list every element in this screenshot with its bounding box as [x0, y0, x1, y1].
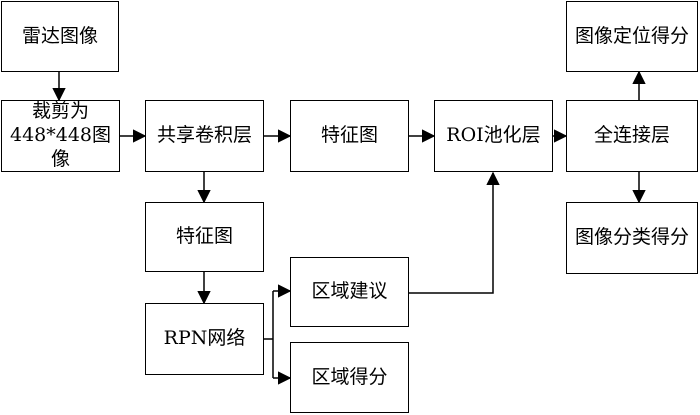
- radar-image-box: 雷达图像: [1, 1, 119, 72]
- rpn-network-box: RPN网络: [145, 303, 264, 375]
- crop-box: 裁剪为 448*448图像: [1, 100, 120, 172]
- connector-rpn-branch: [264, 291, 274, 378]
- arrow-region-proposal-to-roi: [409, 171, 500, 294]
- shared-conv-layer-box: 共享卷积层: [145, 100, 264, 172]
- feature-map-top-box: 特征图: [290, 100, 409, 172]
- location-score-box: 图像定位得分: [566, 1, 698, 72]
- region-proposal-box: 区域建议: [290, 257, 409, 327]
- classification-score-box: 图像分类得分: [566, 202, 698, 274]
- roi-pooling-layer-box: ROI池化层: [434, 100, 553, 172]
- region-score-box: 区域得分: [290, 342, 409, 413]
- fully-connected-layer-box: 全连接层: [566, 100, 698, 172]
- feature-map-mid-box: 特征图: [145, 202, 264, 272]
